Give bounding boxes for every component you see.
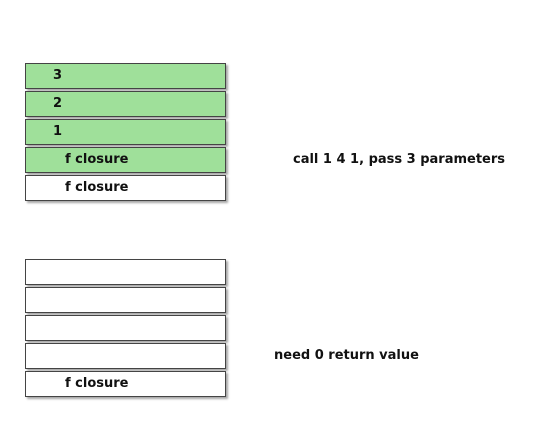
stack-cell-label: f closure	[65, 376, 129, 391]
stack-cell-label: f closure	[65, 152, 129, 167]
stack-cell-label: 3	[53, 68, 63, 83]
stack-cell	[25, 343, 226, 369]
stack-cell-label: 1	[53, 124, 63, 139]
stack-cell: 2	[25, 91, 226, 117]
stack-cell-label: f closure	[65, 180, 129, 195]
call-note: call 1 4 1, pass 3 parameters	[293, 152, 506, 167]
stack-cell: 3	[25, 63, 226, 89]
stack-cell: f closure	[25, 175, 226, 201]
return-note: need 0 return value	[274, 348, 419, 363]
stack-cell-label: 2	[53, 96, 63, 111]
stack-cell	[25, 315, 226, 341]
stack-cell: 1	[25, 119, 226, 145]
stack-cell	[25, 259, 226, 285]
stack-cell: f closure	[25, 147, 226, 173]
stack-cell	[25, 287, 226, 313]
stack-cell: f closure	[25, 371, 226, 397]
